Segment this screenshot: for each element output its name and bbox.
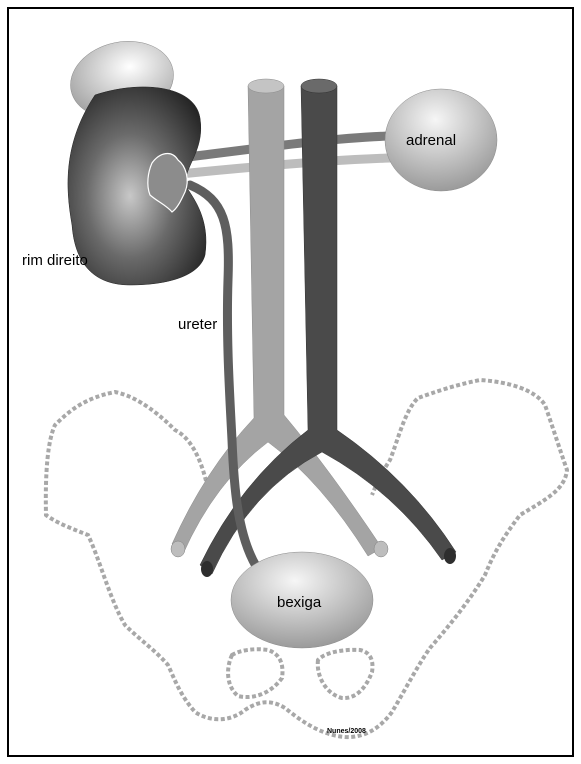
vena-cava-left-end xyxy=(171,541,185,557)
vena-cava-right-end xyxy=(374,541,388,557)
label-ureter: ureter xyxy=(178,316,217,333)
label-credit: Nunes/2008 xyxy=(327,728,366,735)
aorta-top xyxy=(301,79,337,93)
label-rim-direito: rim direito xyxy=(22,252,88,269)
aorta-right-end xyxy=(444,548,456,564)
vena-cava-top xyxy=(248,79,284,93)
renal-vein xyxy=(180,136,390,158)
aorta-left-end xyxy=(201,561,213,577)
label-bexiga: bexiga xyxy=(277,594,322,611)
label-adrenal: adrenal xyxy=(406,132,456,149)
renal-artery xyxy=(180,158,390,174)
